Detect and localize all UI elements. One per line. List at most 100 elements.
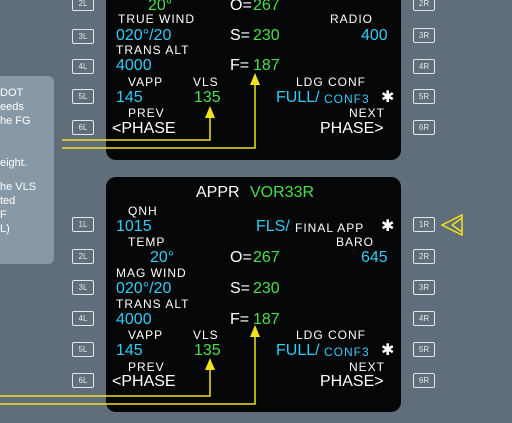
- baro-value[interactable]: 645: [361, 249, 388, 266]
- lsk-6r[interactable]: 6R: [413, 120, 435, 135]
- next-phase-prompt[interactable]: PHASE>: [320, 120, 384, 137]
- lsk-2l[interactable]: 2L: [72, 0, 94, 11]
- lsk-3l[interactable]: 3L: [72, 280, 94, 295]
- qnh-value[interactable]: 1015: [116, 218, 152, 235]
- temp-value[interactable]: 20°: [150, 249, 175, 266]
- callout-line: he FG: [0, 115, 31, 127]
- temp-value: 20°: [148, 0, 173, 14]
- baro-label: BARO: [336, 235, 375, 249]
- callout-line: eeds: [0, 101, 24, 113]
- ldg-conf-label: LDG CONF: [296, 75, 367, 89]
- temp-label: TEMP: [128, 235, 166, 249]
- callout-line: F: [0, 209, 7, 221]
- ldg-conf3-option[interactable]: CONF3: [324, 345, 370, 359]
- trans-alt-label: TRANS ALT: [116, 43, 190, 57]
- star-icon[interactable]: ✱: [381, 342, 395, 359]
- lsk-4l[interactable]: 4L: [72, 59, 94, 74]
- lsk-5r[interactable]: 5R: [413, 342, 435, 357]
- true-wind-value[interactable]: 020°/20: [116, 27, 172, 44]
- prev-phase-prompt[interactable]: <PHASE: [112, 120, 176, 137]
- lsk-4r[interactable]: 4R: [413, 59, 435, 74]
- vls-label: VLS: [193, 75, 219, 89]
- s-label: S=: [230, 27, 251, 44]
- vls-value: 135: [194, 342, 221, 359]
- prev-label: PREV: [128, 106, 165, 120]
- lsk-3l[interactable]: 3L: [72, 29, 94, 44]
- lsk-6r[interactable]: 6R: [413, 373, 435, 388]
- lsk-2r[interactable]: 2R: [413, 0, 435, 11]
- trans-alt-value[interactable]: 4000: [116, 57, 152, 74]
- true-wind-label: TRUE WIND: [118, 12, 195, 26]
- lsk-3r[interactable]: 3R: [413, 28, 435, 43]
- radio-value[interactable]: 400: [361, 27, 388, 44]
- lsk-4l[interactable]: 4L: [72, 311, 94, 326]
- mcdu-screen-top: 20° O= 267 TRUE WIND RADIO 020°/20 S= 23…: [106, 0, 401, 160]
- page-title-prefix: APPR: [196, 184, 240, 201]
- vls-value: 135: [194, 89, 221, 106]
- lsk-5l[interactable]: 5L: [72, 342, 94, 357]
- mag-wind-label: MAG WIND: [116, 266, 187, 280]
- leader-line-f-speed: [62, 82, 256, 149]
- mcdu-screen-bottom: APPR VOR33R QNH 1015 FLS/ FINAL APP ✱ TE…: [106, 177, 401, 412]
- radio-label: RADIO: [330, 12, 374, 26]
- lsk-1r[interactable]: 1R: [413, 217, 435, 232]
- final-app-label: FINAL APP: [295, 221, 365, 235]
- o-speed-value: 267: [253, 249, 280, 266]
- f-label: F=: [230, 311, 250, 328]
- lsk-3r[interactable]: 3R: [413, 280, 435, 295]
- o-label: O=: [230, 0, 252, 14]
- vapp-value[interactable]: 145: [116, 89, 143, 106]
- qnh-label: QNH: [128, 204, 158, 218]
- next-phase-prompt[interactable]: PHASE>: [320, 373, 384, 390]
- callout-line: ted: [0, 195, 16, 207]
- star-icon[interactable]: ✱: [381, 218, 395, 235]
- mag-wind-value[interactable]: 020°/20: [116, 280, 172, 297]
- callout-line: L): [0, 223, 10, 235]
- f-speed-value: 187: [253, 311, 280, 328]
- vapp-value[interactable]: 145: [116, 342, 143, 359]
- lsk-6l[interactable]: 6L: [72, 120, 94, 135]
- lsk-6l[interactable]: 6L: [72, 373, 94, 388]
- callout-line: he VLS: [0, 181, 37, 193]
- arrowhead-f-speed: [250, 73, 260, 85]
- leader-line-vls: [0, 367, 211, 397]
- pointer-arrow-1r-inner: [451, 224, 463, 233]
- arrowhead-vls: [205, 358, 215, 370]
- prev-label: PREV: [128, 360, 165, 374]
- s-speed-value: 230: [253, 280, 280, 297]
- vapp-label: VAPP: [128, 75, 164, 89]
- s-label: S=: [230, 280, 251, 297]
- ldg-conf3-option[interactable]: CONF3: [324, 92, 370, 106]
- ldg-full-value[interactable]: FULL/: [276, 89, 320, 106]
- pointer-arrow-1r: [440, 213, 463, 237]
- leader-line-f-speed: [0, 334, 256, 405]
- lsk-2l[interactable]: 2L: [72, 249, 94, 264]
- callout-note: DOT eeds he FG eight. he VLS ted F L): [0, 76, 54, 264]
- arrowhead-f-speed: [250, 325, 260, 337]
- pointer-arrow-1r-inner: [451, 217, 463, 226]
- lsk-2r[interactable]: 2R: [413, 249, 435, 264]
- ldg-full-value[interactable]: FULL/: [276, 342, 320, 359]
- lsk-1l[interactable]: 1L: [72, 217, 94, 232]
- callout-line: DOT: [0, 87, 24, 99]
- f-speed-value: 187: [253, 57, 280, 74]
- prev-phase-prompt[interactable]: <PHASE: [112, 373, 176, 390]
- star-icon[interactable]: ✱: [381, 89, 395, 106]
- next-label: NEXT: [349, 106, 386, 120]
- leader-line-vls: [62, 115, 211, 141]
- trans-alt-value[interactable]: 4000: [116, 311, 152, 328]
- s-speed-value: 230: [253, 27, 280, 44]
- next-label: NEXT: [349, 360, 386, 374]
- arrowhead-vls: [205, 106, 215, 118]
- page-title-approach: VOR33R: [250, 184, 315, 201]
- fls-value: FLS/: [256, 218, 290, 235]
- vapp-label: VAPP: [128, 328, 164, 342]
- trans-alt-label: TRANS ALT: [116, 297, 190, 311]
- o-speed-value: 267: [253, 0, 280, 14]
- lsk-5l[interactable]: 5L: [72, 89, 94, 104]
- lsk-5r[interactable]: 5R: [413, 89, 435, 104]
- lsk-4r[interactable]: 4R: [413, 311, 435, 326]
- f-label: F=: [230, 57, 250, 74]
- callout-line: eight.: [0, 157, 27, 169]
